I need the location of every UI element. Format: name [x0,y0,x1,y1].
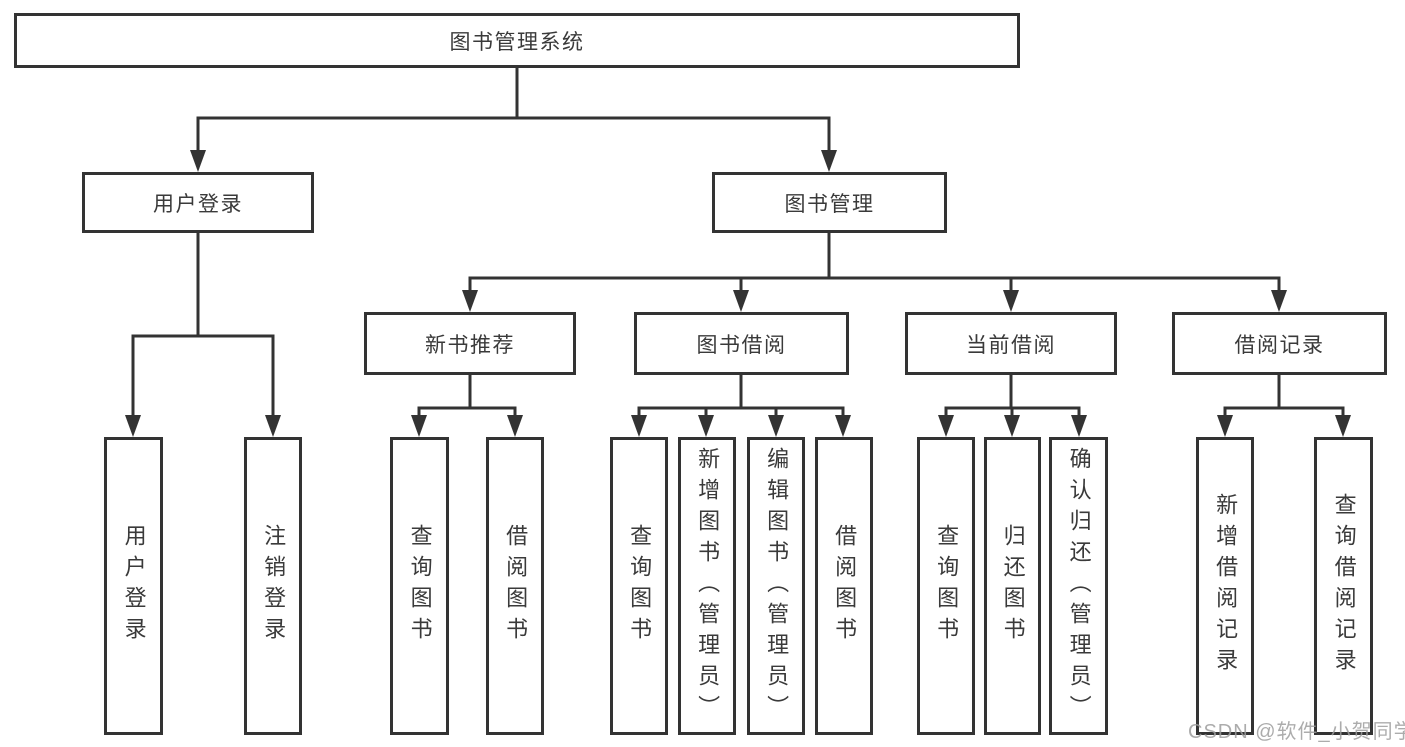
csdn-watermark: CSDN @软件_小贺同学 [1188,721,1405,743]
node-leaf-add-borrow-record: 新增借阅记录 [1196,437,1254,735]
node-leaf-return-books-label: 归还图书 [1000,524,1026,648]
node-leaf-query-borrow-record-label: 查询借阅记录 [1331,493,1357,679]
node-leaf-user-login-label: 用户登录 [121,524,147,648]
node-leaf-edit-books-admin-label: 编辑图书（管理员） [764,446,790,726]
node-user-login-label: 用户登录 [153,192,243,216]
node-leaf-logout-label: 注销登录 [261,524,287,648]
node-user-login: 用户登录 [82,172,314,233]
node-leaf-query-books-recommend: 查询图书 [390,437,449,735]
node-book-management: 图书管理 [712,172,947,233]
node-leaf-confirm-return-admin-label: 确认归还（管理员） [1066,446,1092,726]
node-library-system: 图书管理系统 [14,13,1020,68]
node-new-book-recommendation-label: 新书推荐 [425,333,515,357]
node-leaf-add-borrow-record-label: 新增借阅记录 [1213,493,1239,679]
node-leaf-borrow-books-recommend-label: 借阅图书 [503,524,529,648]
node-leaf-user-login: 用户登录 [104,437,163,735]
node-book-borrowing-label: 图书借阅 [696,333,787,357]
node-borrowing-records: 借阅记录 [1172,312,1387,375]
node-leaf-add-books-admin-label: 新增图书（管理员） [695,446,721,726]
node-leaf-borrow-books-borrowing-label: 借阅图书 [832,524,858,648]
node-leaf-return-books: 归还图书 [984,437,1041,735]
node-library-system-label: 图书管理系统 [449,30,585,54]
node-leaf-logout: 注销登录 [244,437,302,735]
node-leaf-query-books-recommend-label: 查询图书 [407,524,433,648]
node-new-book-recommendation: 新书推荐 [364,312,576,375]
node-leaf-query-books-borrowing-label: 查询图书 [627,524,653,648]
node-current-borrowing-label: 当前借阅 [966,333,1056,357]
node-leaf-edit-books-admin: 编辑图书（管理员） [747,437,805,735]
node-leaf-query-borrow-record: 查询借阅记录 [1314,437,1373,735]
node-book-borrowing: 图书借阅 [634,312,849,375]
node-borrowing-records-label: 借阅记录 [1234,333,1325,357]
node-current-borrowing: 当前借阅 [905,312,1117,375]
node-leaf-confirm-return-admin: 确认归还（管理员） [1049,437,1108,735]
node-leaf-query-books-current: 查询图书 [917,437,975,735]
node-leaf-query-books-borrowing: 查询图书 [610,437,668,735]
node-leaf-borrow-books-borrowing: 借阅图书 [815,437,873,735]
node-leaf-borrow-books-recommend: 借阅图书 [486,437,544,735]
node-leaf-query-books-current-label: 查询图书 [934,524,960,648]
node-leaf-add-books-admin: 新增图书（管理员） [678,437,736,735]
node-book-management-label: 图书管理 [784,192,875,216]
